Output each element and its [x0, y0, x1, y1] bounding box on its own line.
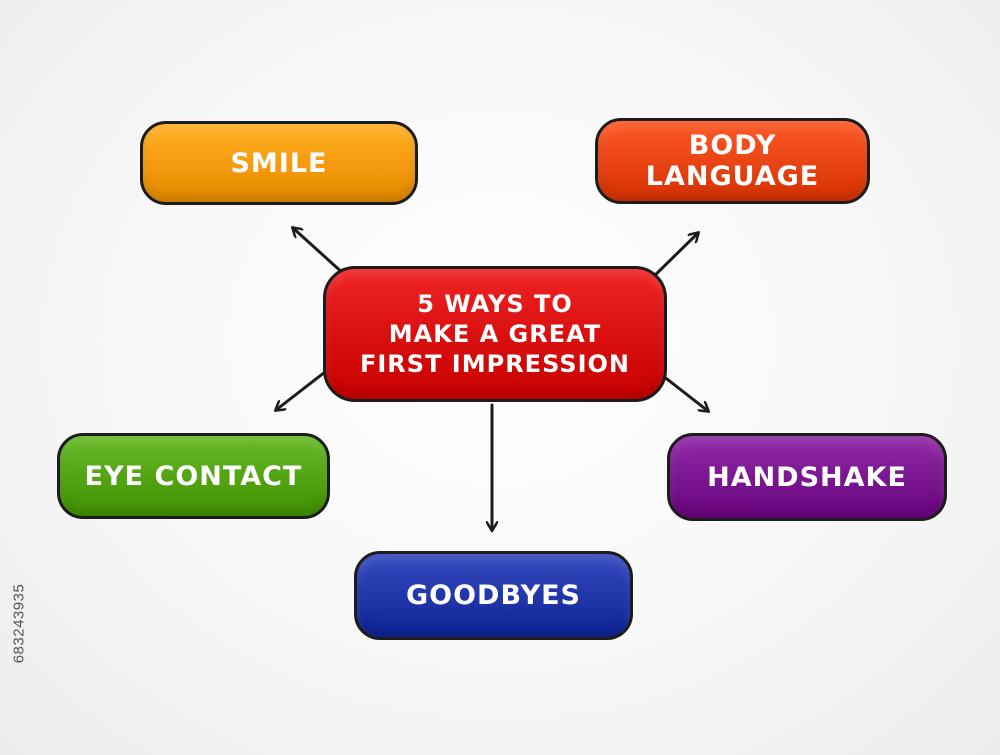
- node-smile-label: SMILE: [230, 147, 328, 179]
- central-topic-line-3: FIRST IMPRESSION: [359, 350, 630, 378]
- node-handshake: HANDSHAKE: [667, 433, 947, 521]
- arrow-to-handshake: [656, 370, 708, 411]
- central-topic-line-2: MAKE A GREAT: [388, 320, 602, 348]
- node-goodbyes: GOODBYES: [354, 551, 633, 640]
- arrow-to-eye-contact: [276, 370, 327, 410]
- central-topic-line-1: 5 WAYS TO: [417, 290, 573, 318]
- central-topic: 5 WAYS TO MAKE A GREAT FIRST IMPRESSION: [323, 266, 667, 402]
- arrow-to-smile: [293, 228, 347, 277]
- node-eye-contact-label: EYE CONTACT: [84, 460, 303, 492]
- node-goodbyes-label: GOODBYES: [405, 580, 582, 611]
- node-eye-contact: EYE CONTACT: [57, 433, 330, 519]
- node-body-language: BODY LANGUAGE: [595, 118, 870, 204]
- node-handshake-label: HANDSHAKE: [707, 461, 907, 493]
- stock-id-stamp: 683243935: [4, 520, 34, 740]
- stock-id-text: 683243935: [10, 583, 28, 664]
- node-body-language-label: BODY LANGUAGE: [645, 130, 820, 192]
- central-topic-text: 5 WAYS TO MAKE A GREAT FIRST IMPRESSION: [360, 289, 630, 379]
- node-smile: SMILE: [140, 121, 418, 205]
